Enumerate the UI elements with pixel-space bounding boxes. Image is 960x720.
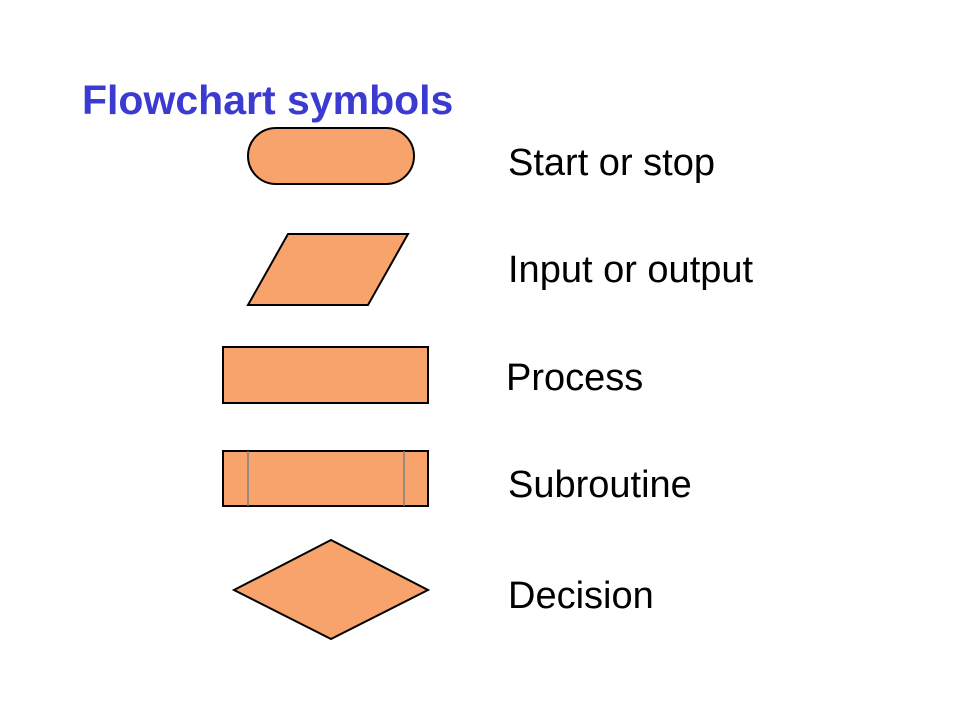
process-rectangle-shape xyxy=(222,346,429,404)
terminator-shape xyxy=(247,127,415,185)
parallelogram-shape xyxy=(246,233,410,306)
subroutine-outer-rectangle xyxy=(222,450,429,507)
page-title: Flowchart symbols xyxy=(82,77,454,123)
subroutine-shape xyxy=(222,450,429,507)
label-process: Process xyxy=(506,357,644,399)
label-input-or-output: Input or output xyxy=(508,249,754,291)
label-start-or-stop: Start or stop xyxy=(508,142,715,184)
label-subroutine: Subroutine xyxy=(508,464,692,506)
decision-diamond-shape xyxy=(231,538,431,641)
label-decision: Decision xyxy=(508,575,654,617)
